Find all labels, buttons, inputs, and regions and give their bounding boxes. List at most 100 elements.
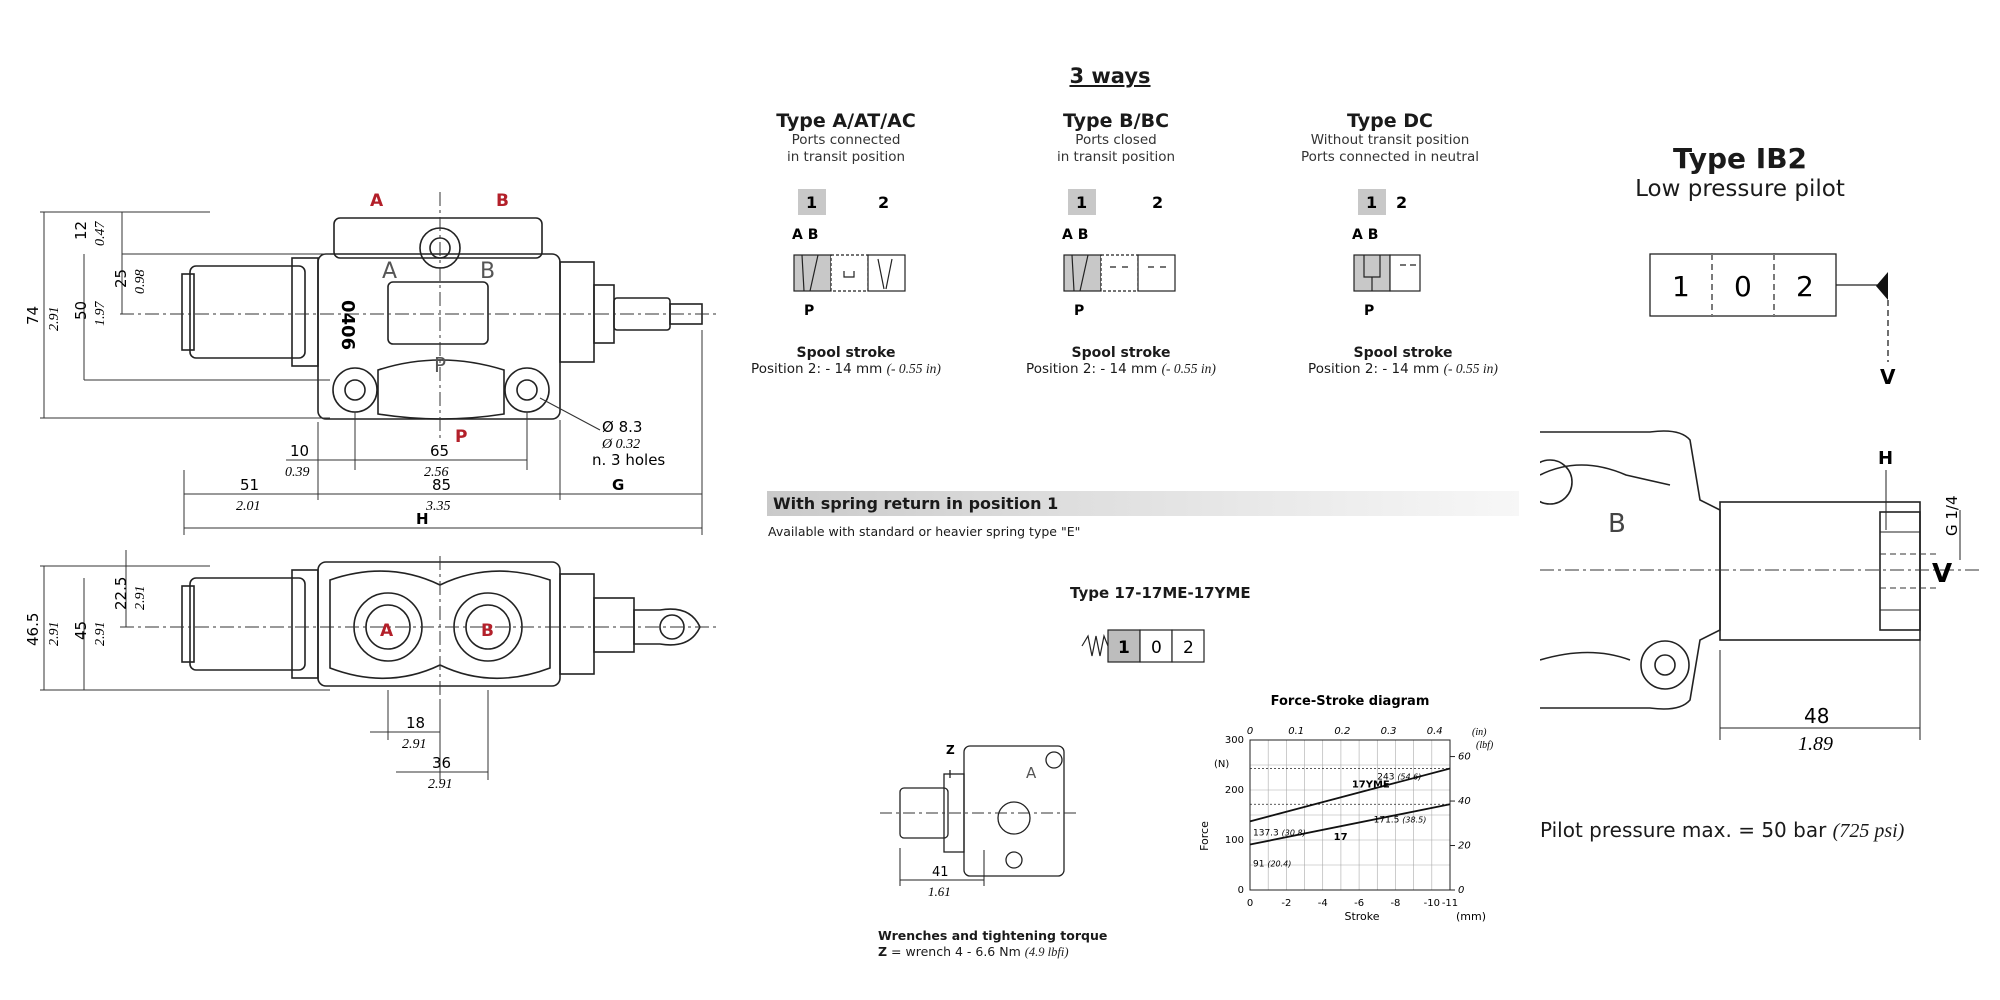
type-b-column: Type B/BC Ports closed in transit positi…	[996, 110, 1236, 166]
chart-x-tick: -6	[1354, 898, 1364, 909]
chart-x-tick: -8	[1390, 898, 1400, 909]
symbol-arrows	[1071, 254, 1166, 292]
dim-18-in: 2.91	[402, 737, 427, 752]
body-cast-a: A	[382, 259, 397, 284]
leader-holes	[539, 397, 601, 431]
dim-51: 51	[240, 476, 259, 494]
symbol-ports-ab: A B	[792, 227, 818, 243]
type-desc: Ports connected in neutral	[1301, 149, 1479, 165]
pos1-highlight	[798, 189, 826, 215]
chart-value-label: 91 (20.4)	[1253, 860, 1291, 870]
symbol-box-1	[1063, 254, 1102, 292]
valve-dimension-drawing: A B P 0406 A B P 74 2.91 12 0.47 25 0.98…	[24, 191, 718, 792]
chart-x-tick: -11	[1442, 898, 1458, 909]
body-mark: 0406	[337, 300, 358, 350]
dim-50: 50	[72, 301, 90, 320]
chart-y-unit: (N)	[1214, 759, 1229, 770]
chart-x-unit: (mm)	[1456, 910, 1486, 923]
spool-mm: Position 2: - 14 mm	[1026, 361, 1158, 377]
type-dc-column: Type DC Without transit position Ports c…	[1270, 110, 1510, 166]
spool-title: Spool stroke	[796, 345, 896, 361]
chart-top-tick: 0.4	[1427, 726, 1443, 737]
type17-pos1-box	[1107, 629, 1141, 663]
type17-pos0-box	[1139, 629, 1173, 663]
dim-65: 65	[430, 442, 449, 460]
chart-x-tick: -2	[1281, 898, 1291, 909]
ib2-dim-189: 1.89	[1798, 733, 1833, 755]
wrench-torque: = wrench 4 - 6.6 Nm	[887, 944, 1021, 959]
dim-25: 25	[112, 269, 130, 288]
type-desc: Without transit position	[1310, 132, 1470, 148]
wrench-z-label: Z	[946, 743, 955, 757]
chart-value-label: 171.5 (38.5)	[1374, 815, 1427, 825]
wrench-hole	[1005, 851, 1023, 869]
chart-plot-area	[1249, 739, 1451, 891]
chart-right-tick: 20	[1458, 841, 1471, 852]
chart-x-tick: -4	[1318, 898, 1328, 909]
pilot-pressure-text: Pilot pressure max. = 50 bar (725 psi)	[1540, 818, 1904, 843]
top-body-contour	[329, 570, 551, 680]
chart-right-tick: 40	[1458, 796, 1471, 807]
body-cast-b: B	[480, 259, 495, 284]
front-flange-right	[559, 261, 595, 363]
chart-series-line	[1249, 803, 1451, 846]
ib2-v-label: V	[1880, 365, 1896, 389]
ib2-pilot-cap	[1719, 501, 1921, 641]
wrench-body	[963, 745, 1065, 877]
type17-pos1: 1	[1118, 638, 1130, 658]
front-port-b-label: B	[496, 191, 509, 211]
front-left-cap	[189, 265, 306, 359]
front-p-boss	[377, 359, 505, 420]
ib2-cap-end	[1879, 511, 1921, 631]
symbol-ports-ab: A B	[1352, 227, 1378, 243]
dim-225-in: 2.91	[133, 586, 148, 611]
wrench-spool	[997, 801, 1031, 835]
force-stroke-chart: Force-Stroke diagram 0-2-4-6-8-10-110100…	[1198, 694, 1494, 923]
front-left-cap-end	[181, 273, 195, 351]
dim-74-in: 2.91	[47, 307, 62, 332]
ib2-box-2	[1773, 253, 1837, 317]
section-title-3-ways: 3 ways	[1069, 64, 1151, 88]
symbol-pos1: 1	[1076, 193, 1087, 212]
symbol-box-2	[1137, 254, 1176, 292]
spring-icon	[1081, 633, 1109, 657]
symbol-box-1	[793, 254, 832, 292]
ib2-title: Type IB2	[1672, 142, 1808, 175]
wrench-title: Wrenches and tightening torque	[878, 928, 1108, 943]
wrench-torque-imperial: (4.9 lbfi)	[1024, 945, 1069, 959]
type17-pos0: 0	[1151, 638, 1162, 658]
chart-top-unit: (in)	[1472, 727, 1487, 738]
type17-title: Type 17-17ME-17YME	[1070, 584, 1251, 602]
chart-top-tick: 0.1	[1288, 726, 1304, 737]
symbol-pos1: 1	[806, 193, 817, 212]
wrench-cast-a: A	[1026, 764, 1037, 782]
chart-value-imperial: (54.6)	[1397, 773, 1421, 782]
spool-in: (- 0.55 in)	[886, 361, 941, 376]
symbol-arrows	[1363, 255, 1416, 291]
dim-36: 36	[432, 754, 451, 772]
ib2-dim-48: 48	[1804, 704, 1829, 728]
spool-stroke-a: Spool stroke Position 2: - 14 mm (- 0.55…	[726, 345, 966, 377]
type-desc: Ports connected	[791, 132, 901, 148]
dim-85-in: 3.35	[425, 499, 451, 514]
spool-title: Spool stroke	[1071, 345, 1171, 361]
spool-mm: Position 2: - 14 mm	[1308, 361, 1440, 377]
hole-dim-in: Ø 0.32	[601, 437, 640, 452]
type-title: Type DC	[1347, 110, 1433, 132]
spool-position: Position 2: - 14 mm (- 0.55 in)	[726, 361, 966, 377]
top-spool-end	[593, 597, 635, 653]
type-title: Type B/BC	[1062, 110, 1170, 132]
spool-stroke-b: Spool stroke Position 2: - 14 mm (- 0.55…	[996, 345, 1246, 377]
ib2-pos2: 2	[1796, 270, 1814, 303]
dim-g: G	[612, 476, 624, 494]
chart-value-label: 243 (54.6)	[1377, 773, 1421, 783]
chart-y-tick: 100	[1225, 835, 1244, 846]
symbol-port-p: P	[1074, 303, 1084, 319]
symbol-arrows	[801, 254, 893, 292]
dim-50-in: 1.97	[93, 301, 108, 327]
spool-position: Position 2: - 14 mm (- 0.55 in)	[1278, 361, 1528, 377]
chart-value-imperial: (30.8)	[1282, 828, 1306, 837]
dim-10-in: 0.39	[285, 465, 310, 480]
front-hole-right	[504, 367, 550, 413]
top-left-cap-end	[181, 585, 195, 663]
